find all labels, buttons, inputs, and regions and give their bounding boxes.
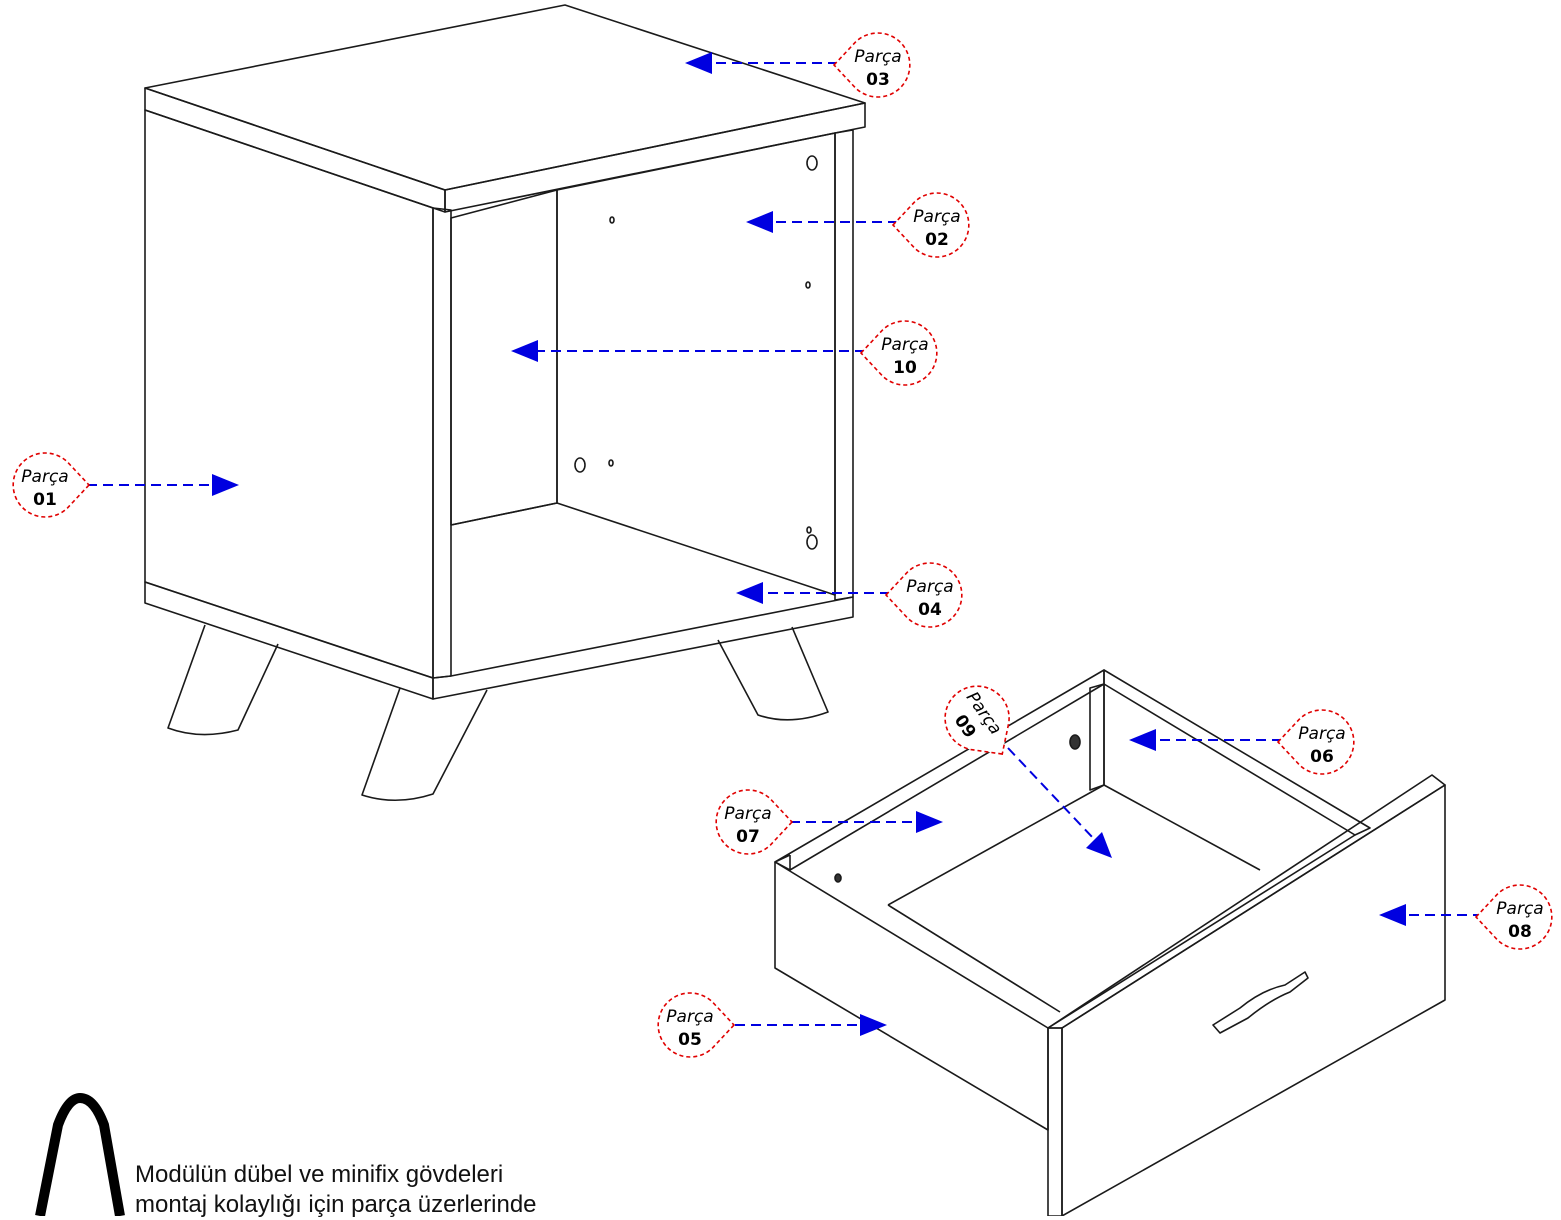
drawer-handle: [1212, 971, 1309, 1034]
left-side-panel-edge: [432, 207, 452, 679]
drawer: [774, 669, 1446, 1216]
arrowheads: [212, 52, 1406, 1036]
callout-part-04: Parça 04: [884, 562, 963, 628]
drawer-left-side: [774, 669, 1105, 871]
arrowhead: [212, 474, 239, 496]
callout-word: Parça: [1496, 899, 1543, 919]
dowel-hole: [609, 216, 615, 224]
arrowhead: [511, 340, 538, 362]
right-side-panel-edge: [834, 129, 854, 601]
arrowhead: [1129, 729, 1156, 751]
callout-balloon: [1276, 709, 1355, 775]
drawer-screw: [834, 873, 842, 883]
arrowhead: [746, 211, 773, 233]
leg: [167, 624, 279, 736]
leg: [361, 687, 488, 802]
leg: [717, 626, 829, 721]
dowel-hole: [608, 459, 614, 467]
callout-word: Parça: [881, 335, 928, 355]
callout-balloon: [884, 562, 963, 628]
callout-word: Parça: [906, 577, 953, 597]
callout-word: Parça: [724, 804, 771, 824]
cabinet: [144, 4, 866, 802]
drawer-front-edge: [1047, 1027, 1063, 1216]
top-panel-side-edge: [444, 102, 866, 213]
callout-number: 07: [736, 827, 760, 847]
callout-word: Parça: [21, 467, 68, 487]
arrows: [87, 62, 1483, 1026]
dowel-hole: [806, 526, 812, 534]
callout-number: 05: [678, 1030, 702, 1050]
callout-word: Parça: [1298, 724, 1345, 744]
callout-number: 06: [1310, 747, 1334, 767]
callout-number: 03: [866, 70, 890, 90]
left-side-panel: [144, 109, 434, 679]
callout-number: 08: [1508, 922, 1532, 942]
callout-part-07: Parça 07: [715, 789, 794, 855]
callout-part-05: Parça 05: [657, 992, 736, 1058]
callout-number: 02: [925, 230, 949, 250]
arrowhead: [916, 811, 943, 833]
callout-word: Parça: [666, 1007, 713, 1027]
callout-part-06: Parça 06: [1276, 709, 1355, 775]
callout-balloon: [832, 32, 911, 98]
dowel-hole: [805, 281, 811, 289]
arrowhead: [860, 1014, 887, 1036]
assembly-note: Modülün dübel ve minifix gövdeleri monta…: [135, 1161, 537, 1218]
arrowhead: [736, 582, 763, 604]
right-side-panel: [556, 132, 836, 596]
drawer-side-panel: [774, 861, 1049, 1131]
info-icon: [35, 1092, 125, 1216]
callout-balloon: [657, 992, 736, 1058]
callout-part-02: Parça 02: [891, 192, 970, 258]
callout-word: Parça: [854, 47, 901, 67]
bottom-panel-front: [144, 581, 434, 700]
callout-balloon: [891, 192, 970, 258]
drawer-back-panel: [1089, 683, 1105, 791]
back-panel: [450, 189, 558, 526]
arrowhead: [1379, 904, 1406, 926]
callout-number: 10: [893, 358, 917, 378]
arrowhead: [685, 52, 712, 74]
callout-part-01: Parça 01: [12, 452, 91, 518]
cam-hole: [574, 457, 586, 473]
cam-hole: [806, 534, 818, 550]
callout-word: Parça: [913, 207, 960, 227]
drawer-front-top: [1047, 774, 1446, 1029]
callout-balloon: [12, 452, 91, 518]
callout-balloon: [715, 789, 794, 855]
callout-part-03: Parça 03: [832, 32, 911, 98]
callout-part-10: Parça 10: [859, 320, 938, 386]
arrowhead: [1086, 832, 1112, 858]
top-panel: [144, 4, 866, 191]
drawer-screw: [1069, 734, 1081, 750]
cam-hole: [806, 155, 818, 171]
callouts: Parça03Parça02Parça10Parça01Parça04Parça…: [12, 32, 1553, 1058]
callout-number: 04: [918, 600, 942, 620]
bottom-panel: [432, 596, 854, 700]
callout-part-08: Parça 08: [1474, 884, 1553, 950]
callout-balloon: [859, 320, 938, 386]
callout-balloon: [1474, 884, 1553, 950]
callout-number: 01: [33, 490, 57, 510]
callout-balloon: [944, 685, 1010, 755]
